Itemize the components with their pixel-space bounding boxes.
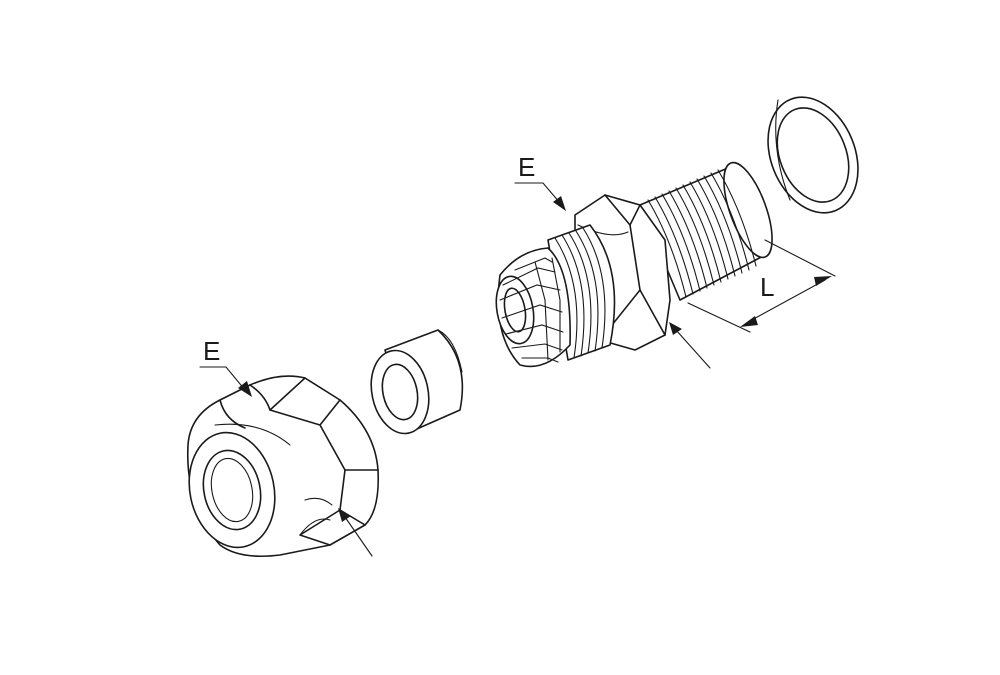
thread-length-dimension: L bbox=[687, 239, 836, 333]
gland-body bbox=[495, 161, 773, 368]
sealing-insert bbox=[370, 329, 464, 435]
male-thread-ridges bbox=[647, 169, 757, 298]
nut-e-label: E bbox=[203, 336, 220, 366]
sealing-washer bbox=[767, 96, 859, 214]
compression-thread-ridges bbox=[554, 227, 606, 359]
body-e-label: E bbox=[518, 152, 535, 182]
body-e-callout: E bbox=[514, 152, 711, 369]
thread-length-label: L bbox=[760, 272, 774, 302]
dome-nut bbox=[186, 375, 380, 558]
nut-e-callout: E bbox=[199, 336, 373, 557]
clamping-fingers bbox=[499, 257, 564, 363]
